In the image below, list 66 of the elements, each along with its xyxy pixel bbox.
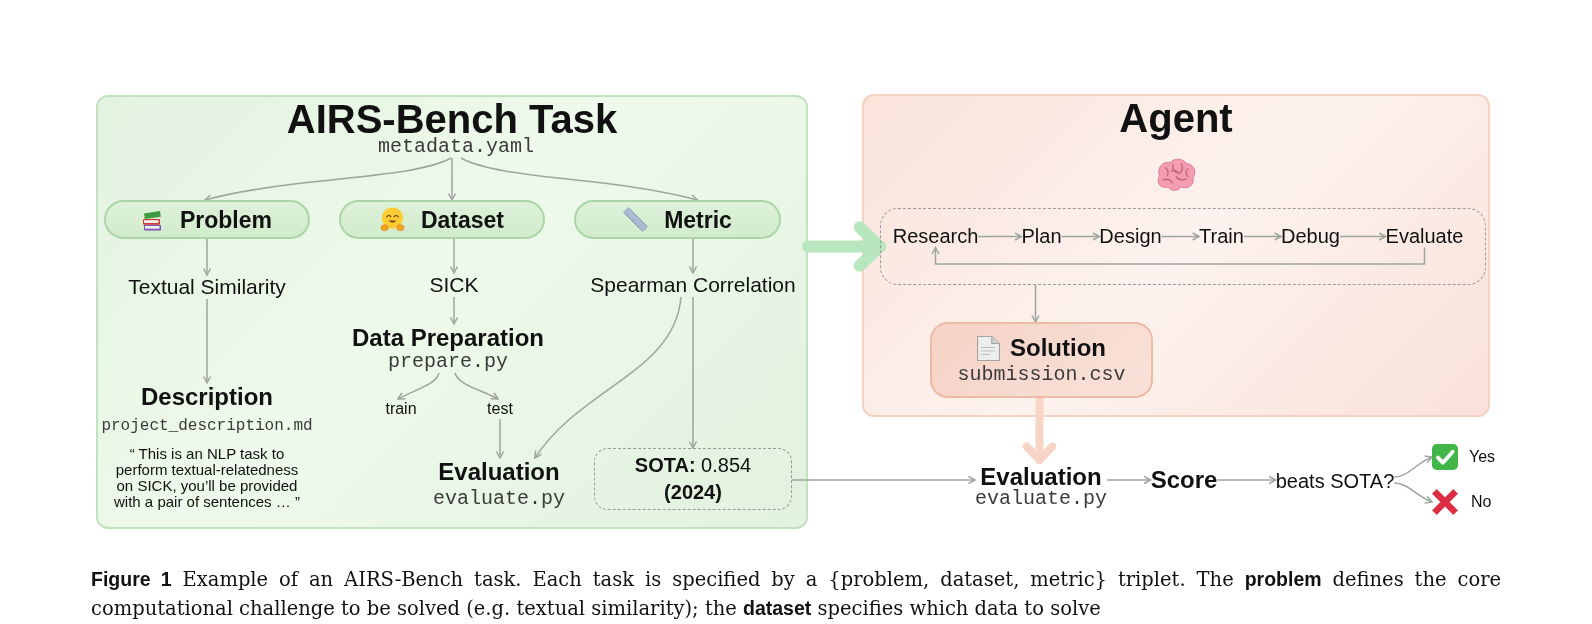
arrow bbox=[449, 238, 459, 274]
arrow bbox=[688, 296, 698, 449]
arrow bbox=[204, 157, 452, 203]
file-name: prepare.py bbox=[388, 351, 508, 373]
category-pill bbox=[574, 200, 781, 239]
arrow bbox=[202, 238, 212, 276]
caption: Figure 1 Example of an AIRS-Bench task. Each task is specified by a {problem, dataset, metric} triplet. The problem defines the core computational challenge to be solved (e.g. textual similarity); the dataset specifies which data to solve bbox=[91, 567, 1501, 622]
node-label: SICK bbox=[429, 273, 479, 297]
sota-box bbox=[594, 448, 792, 510]
arrow bbox=[1243, 232, 1282, 241]
task-panel bbox=[96, 95, 808, 529]
arrow bbox=[454, 372, 499, 400]
panel-title: Agent bbox=[1119, 96, 1233, 140]
arrow bbox=[1160, 232, 1200, 241]
file-name: submission.csv bbox=[957, 364, 1126, 386]
step-label: Debug bbox=[1281, 223, 1340, 248]
arrow bbox=[495, 418, 505, 459]
score-label: Score bbox=[1150, 466, 1218, 494]
arrow bbox=[202, 298, 212, 384]
step-label: Research bbox=[892, 223, 979, 248]
solution-box bbox=[930, 322, 1153, 398]
section-heading: Description bbox=[141, 383, 273, 411]
pill-label: Dataset bbox=[420, 205, 505, 234]
section-heading: Data Preparation bbox=[351, 324, 545, 352]
section-heading: Evaluation bbox=[438, 458, 560, 486]
arrow bbox=[688, 238, 698, 274]
arrow bbox=[449, 296, 459, 325]
arrow bbox=[1031, 284, 1040, 323]
arrow bbox=[1393, 482, 1433, 504]
arrow bbox=[447, 157, 457, 201]
arrow bbox=[1393, 455, 1433, 478]
feedback-arrow bbox=[931, 246, 1426, 265]
category-pill bbox=[104, 200, 310, 239]
arrow bbox=[977, 232, 1023, 241]
outcome-label: Yes bbox=[1469, 447, 1496, 467]
split-label: train bbox=[385, 399, 417, 419]
step-label: Plan bbox=[1021, 223, 1062, 248]
pill-label: Problem bbox=[180, 205, 272, 234]
quote-text: “ This is an NLP task to perform textual-relatedness on SICK, you’ll be provided with a pair of sentences … ” bbox=[113, 446, 301, 510]
section-heading: Evaluation bbox=[980, 463, 1102, 490]
arrow bbox=[791, 475, 976, 485]
node-label: Textual Similarity bbox=[128, 275, 286, 299]
arrow bbox=[1216, 475, 1277, 485]
arrow bbox=[534, 296, 682, 459]
arrow bbox=[1106, 475, 1152, 485]
file-name: project_description.md bbox=[101, 416, 313, 436]
file-name: metadata.yaml bbox=[378, 136, 534, 158]
section-heading: Solution bbox=[1010, 334, 1106, 362]
arrow bbox=[1339, 232, 1387, 241]
split-label: test bbox=[487, 399, 513, 419]
arrow bbox=[460, 157, 699, 203]
file-name: evaluate.py bbox=[433, 488, 565, 510]
arrow bbox=[1060, 232, 1101, 241]
step-label: Evaluate bbox=[1385, 223, 1464, 248]
arrow bbox=[397, 372, 440, 400]
step-label: Design bbox=[1099, 223, 1162, 248]
category-pill bbox=[339, 200, 545, 239]
outcome-label: No bbox=[1471, 492, 1492, 512]
file-name: evaluate.py bbox=[975, 488, 1107, 510]
agent-panel bbox=[862, 94, 1490, 417]
question-label: beats SOTA? bbox=[1275, 469, 1395, 493]
pill-label: Metric bbox=[664, 205, 732, 234]
sota-value: SOTA: 0.854 (2024) bbox=[633, 453, 753, 505]
step-label: Train bbox=[1199, 223, 1244, 248]
loop-box bbox=[880, 208, 1486, 285]
node-label: Spearman Correlation bbox=[590, 273, 796, 297]
